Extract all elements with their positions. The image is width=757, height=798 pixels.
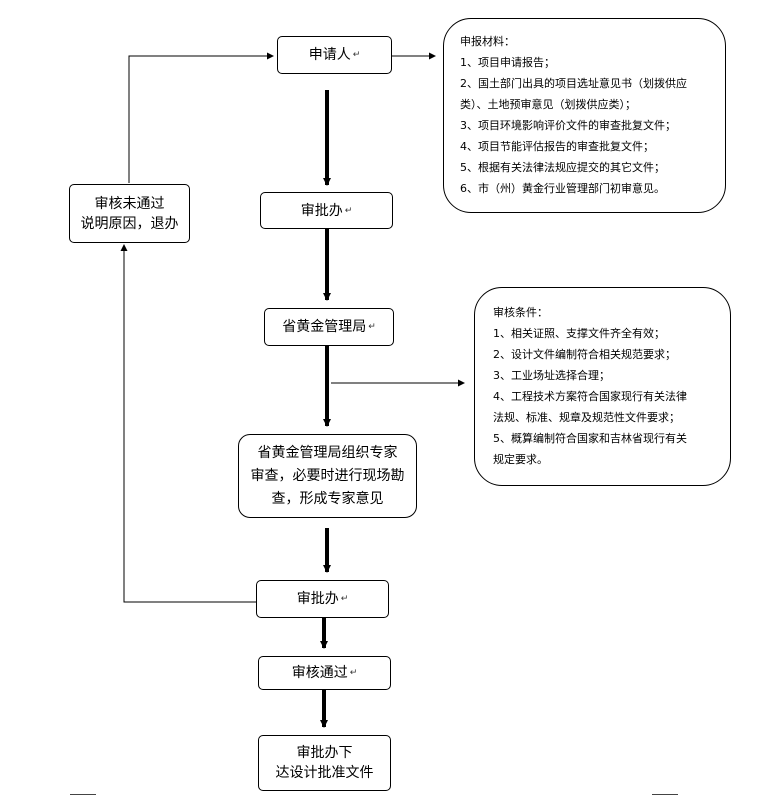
conditions-item: 规定要求。 bbox=[493, 453, 548, 466]
node-issue-approval-label: 审批办下 达设计批准文件 bbox=[275, 745, 374, 781]
node-bureau-label: 省黄金管理局 bbox=[282, 319, 367, 335]
node-office-1: 审批办↵ bbox=[260, 192, 393, 229]
materials-item: 3、项目环境影响评价文件的审查批复文件； bbox=[460, 119, 676, 132]
node-office-2: 审批办↵ bbox=[256, 580, 389, 618]
node-applicant-label: 申请人 bbox=[308, 47, 351, 63]
footer-rule-left bbox=[70, 794, 96, 795]
node-office-2-label: 审批办 bbox=[296, 591, 339, 607]
materials-item: 2、国土部门出具的项目选址意见书（划拨供应 bbox=[460, 77, 687, 90]
materials-item: 类）、土地预审意见（划拨供应类）； bbox=[460, 98, 636, 111]
conditions-item: 1、相关证照、支撑文件齐全有效； bbox=[493, 327, 665, 340]
node-office-1-label: 审批办 bbox=[300, 202, 343, 219]
materials-title: 申报材料： bbox=[460, 35, 515, 48]
connector-rejected-applicant bbox=[128, 52, 274, 183]
conditions-title: 审核条件： bbox=[493, 306, 548, 319]
node-expert-review-label: 省黄金管理局组织专家 审查，必要时进行现场勘 查，形成专家意见 bbox=[250, 444, 405, 507]
node-rejected-label: 审核未通过 说明原因，退办 bbox=[80, 195, 179, 232]
conditions-item: 法规、标准、规章及规范性文件要求； bbox=[493, 411, 680, 424]
materials-item: 5、根据有关法律法规应提交的其它文件； bbox=[460, 161, 665, 174]
materials-item: 1、项目申请报告； bbox=[460, 56, 555, 69]
node-applicant: 申请人↵ bbox=[277, 36, 392, 74]
node-bureau: 省黄金管理局↵ bbox=[264, 308, 394, 346]
materials-note: 申报材料： 1、项目申请报告； 2、国土部门出具的项目选址意见书（划拨供应 类）… bbox=[443, 18, 726, 213]
node-passed-label: 审核通过 bbox=[291, 665, 348, 681]
conditions-item: 5、概算编制符合国家和吉林省现行有关 bbox=[493, 432, 687, 445]
conditions-item: 4、工程技术方案符合国家现行有关法律 bbox=[493, 390, 687, 403]
connector-office2-rejected bbox=[120, 244, 256, 603]
node-passed: 审核通过↵ bbox=[258, 656, 391, 690]
footer-rule-right bbox=[652, 794, 678, 795]
conditions-item: 2、设计文件编制符合相关规范要求； bbox=[493, 348, 676, 361]
conditions-note: 审核条件： 1、相关证照、支撑文件齐全有效； 2、设计文件编制符合相关规范要求；… bbox=[474, 287, 731, 486]
materials-item: 4、项目节能评估报告的审查批复文件； bbox=[460, 140, 654, 153]
materials-item: 6、市（州）黄金行业管理部门初审意见。 bbox=[460, 182, 665, 195]
node-expert-review: 省黄金管理局组织专家 审查，必要时进行现场勘 查，形成专家意见 bbox=[238, 434, 417, 518]
conditions-item: 3、工业场址选择合理； bbox=[493, 369, 610, 382]
node-issue-approval: 审批办下 达设计批准文件 bbox=[258, 735, 391, 791]
node-rejected: 审核未通过 说明原因，退办 bbox=[69, 184, 190, 243]
